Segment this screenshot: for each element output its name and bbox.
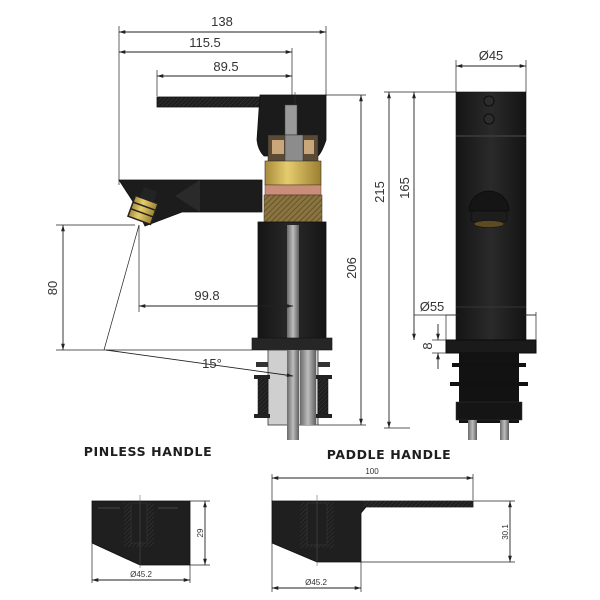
dim-spout-height: 80	[45, 281, 60, 295]
outlet-dome	[468, 190, 510, 212]
dim-outlet-reach: 99.8	[194, 288, 219, 303]
dim-overall-height: 215	[372, 181, 387, 203]
front-view: Ø45 165 Ø55 8	[397, 48, 537, 440]
dim-paddle-height: 30.1	[501, 524, 510, 540]
dim-pinless-height: 29	[196, 528, 205, 537]
dim-top-diameter: Ø45	[479, 48, 504, 63]
pinless-handle-title: PINLESS HANDLE	[84, 444, 212, 459]
dim-body-height: 206	[344, 257, 359, 279]
aerator	[127, 186, 159, 226]
dim-spout-width: 115.5	[189, 35, 221, 50]
cartridge-brass	[264, 160, 322, 186]
handle-lever	[156, 96, 263, 108]
paddle-handle-detail: PADDLE HANDLE 100 30.1 Ø45.2	[271, 447, 515, 592]
dim-paddle-diameter: Ø45.2	[305, 578, 327, 587]
pinless-handle-detail: PINLESS HANDLE 29 Ø45.2	[84, 444, 212, 583]
side-view: 138 115.5 89.5	[45, 14, 456, 440]
dim-handle-width: 89.5	[213, 59, 238, 74]
dim-overall-width: 138	[211, 14, 233, 29]
dim-paddle-length: 100	[365, 467, 379, 476]
dim-base-diameter: Ø55	[420, 299, 445, 314]
dim-base-thickness: 8	[420, 342, 435, 349]
dim-angle: 15°	[202, 356, 222, 371]
dim-pinless-diameter: Ø45.2	[130, 570, 152, 579]
dim-outlet-height: 165	[397, 177, 412, 199]
paddle-handle-title: PADDLE HANDLE	[327, 447, 452, 462]
